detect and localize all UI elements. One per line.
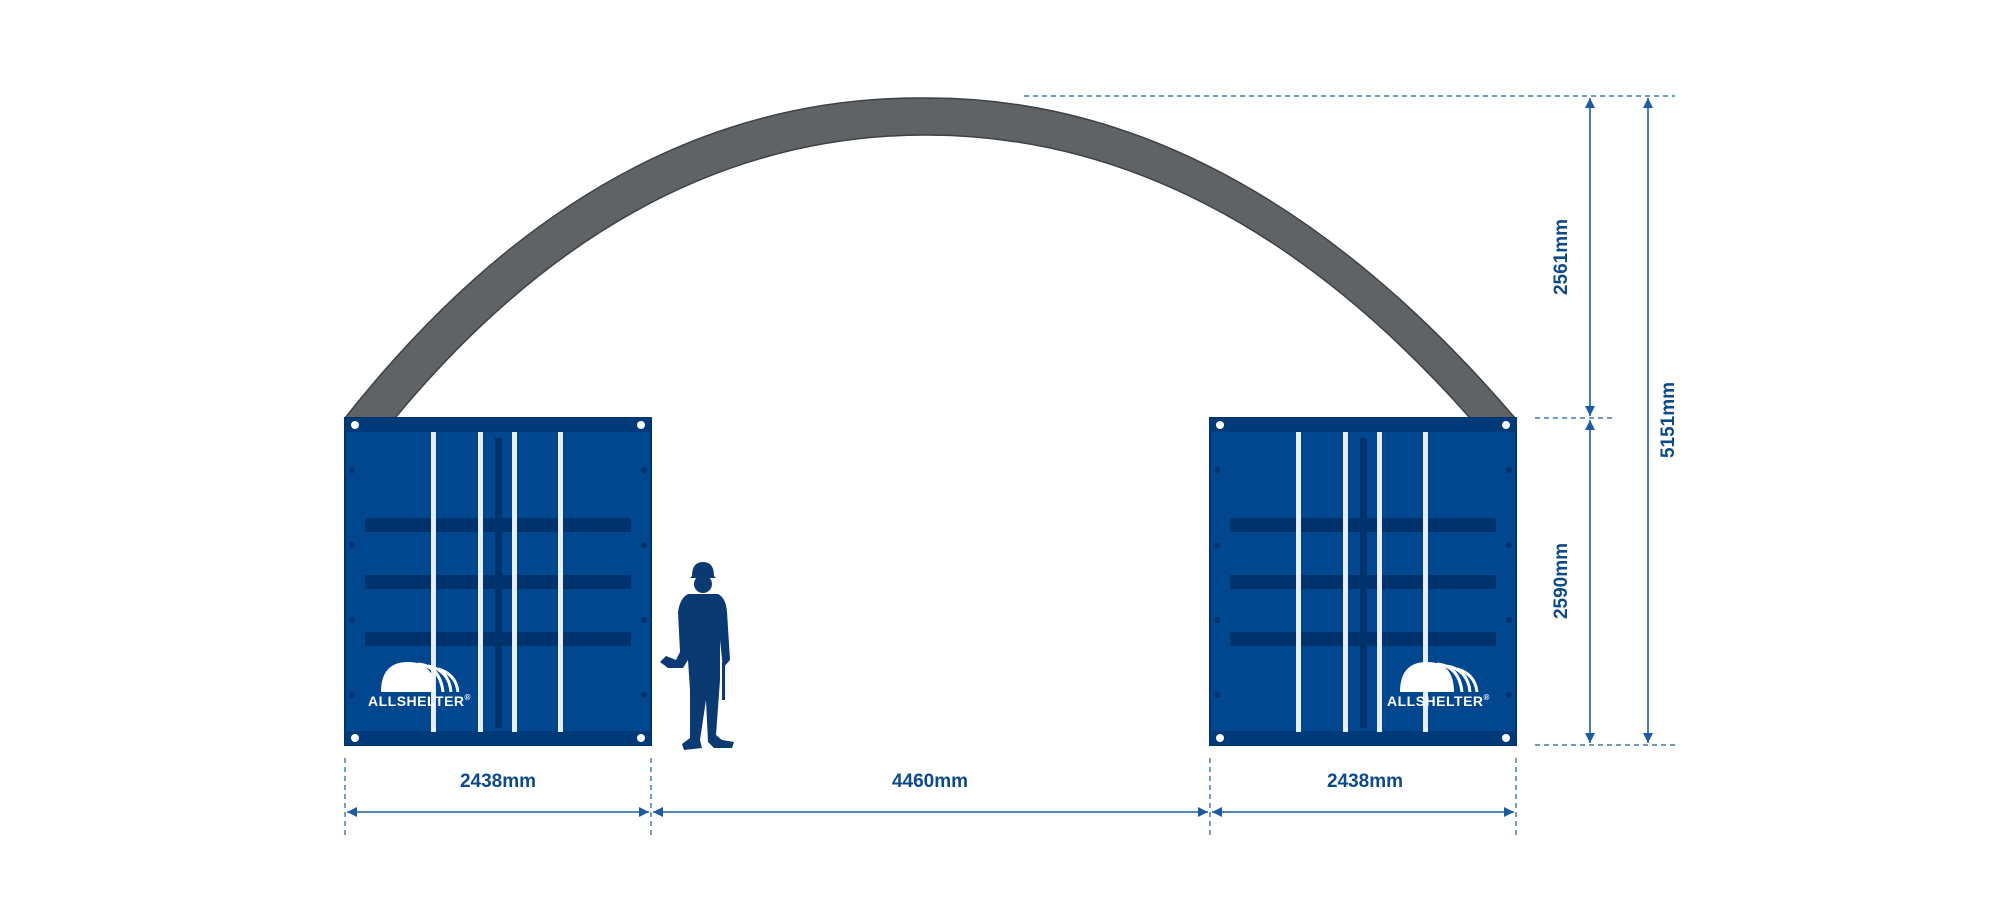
left-width-label: 2438mm <box>460 771 536 792</box>
right-logo-text: ALLSHELTER® <box>1387 693 1490 709</box>
left-container: ALLSHELTER® <box>344 417 652 746</box>
total-height-label: 5151mm <box>1658 382 1679 458</box>
container-height-label: 2590mm <box>1551 543 1572 619</box>
allshelter-arch-logo-icon <box>1400 662 1479 693</box>
trademark-mark: ® <box>1484 693 1490 702</box>
gap-width-label: 4460mm <box>892 771 968 792</box>
right-container: ALLSHELTER® <box>1209 417 1517 746</box>
right-width-label: 2438mm <box>1327 771 1403 792</box>
arch-cover <box>343 97 1517 419</box>
left-logo-text: ALLSHELTER® <box>368 693 471 709</box>
trademark-mark: ® <box>465 693 471 702</box>
extension-lines <box>344 95 1675 838</box>
worker-silhouette-icon <box>660 562 734 750</box>
allshelter-arch-logo-icon <box>381 662 460 693</box>
arch-height-label: 2561mm <box>1551 219 1572 295</box>
dimension-arrows <box>347 98 1653 817</box>
